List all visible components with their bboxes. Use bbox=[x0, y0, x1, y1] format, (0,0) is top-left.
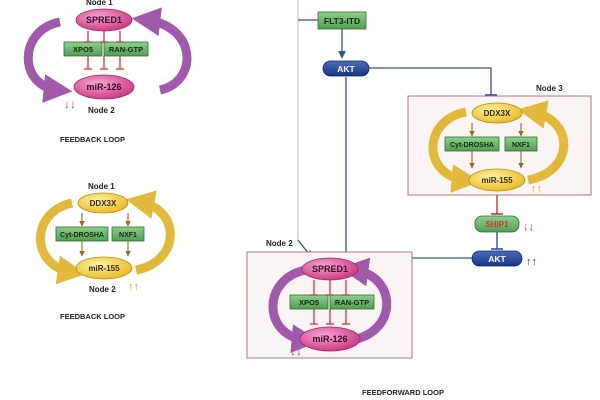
mir155-label: miR-155 bbox=[88, 264, 120, 273]
ran-gtp-label: RAN-GTP bbox=[109, 45, 143, 54]
inhibition-bars bbox=[310, 280, 350, 325]
spred1-label: SPRED1 bbox=[312, 264, 348, 274]
inhibition-bars bbox=[84, 31, 124, 70]
loop-arrow-right bbox=[131, 7, 192, 95]
cyt-drosha-label: Cyt-DROSHA bbox=[450, 142, 494, 149]
feedforward-loop-title: FEEDFORWARD LOOP bbox=[362, 388, 444, 397]
mir126-label: miR-126 bbox=[86, 82, 121, 92]
xpo5-box bbox=[289, 294, 329, 310]
down-arrows-icon: ↓↓ bbox=[523, 221, 534, 233]
loop-arrow-left bbox=[268, 265, 321, 354]
activation-arrows bbox=[79, 213, 131, 257]
feedback-loop-title: FEEDBACK LOOP bbox=[60, 135, 125, 144]
ran-gtp-label: RAN-GTP bbox=[335, 298, 369, 307]
node2-label: Node 2 bbox=[266, 239, 293, 248]
feedback-loop-spred1: Node 1 SPRED1 XPO5 RAN-GTP miR-126 ↓↓ No… bbox=[23, 0, 192, 144]
flt3-itd-label: FLT3-ITD bbox=[324, 16, 360, 26]
loop-arrow-right bbox=[339, 257, 392, 345]
akt-label-bottom: AKT bbox=[488, 254, 506, 264]
loop-arrow-right bbox=[125, 190, 175, 275]
feedforward-loop: FLT3-ITD AKT Node 3 DDX3X Cyt-DROSHA NXF… bbox=[246, 0, 592, 397]
mir126-label: miR-126 bbox=[312, 334, 347, 344]
down-arrows-icon: ↓↓ bbox=[64, 97, 76, 111]
akt-inhibits-ddx3x bbox=[369, 67, 492, 95]
node1-label: Node 1 bbox=[86, 0, 113, 7]
xpo5-box bbox=[63, 41, 103, 57]
xpo5-label: XPO5 bbox=[73, 45, 93, 54]
cyt-drosha-label: Cyt-DROSHA bbox=[60, 232, 104, 239]
nxf1-label: NXF1 bbox=[512, 142, 530, 149]
mir126-node bbox=[73, 74, 135, 100]
down-arrows-icon: ↓↓ bbox=[290, 344, 302, 358]
node2-label: Node 2 bbox=[89, 285, 116, 294]
ddx3x-node bbox=[471, 102, 523, 124]
loop-arrow-left bbox=[428, 107, 481, 194]
ran-gtp-box bbox=[329, 294, 375, 310]
ship1-label: SHIP1 bbox=[485, 220, 509, 229]
activation-arrows bbox=[469, 123, 524, 169]
akt-label-top: AKT bbox=[337, 64, 355, 74]
ran-gtp-box bbox=[103, 41, 149, 57]
ddx3x-label: DDX3X bbox=[90, 199, 117, 208]
up-arrows-icon: ↑↑ bbox=[531, 183, 542, 195]
xpo5-label: XPO5 bbox=[299, 298, 319, 307]
mir155-node bbox=[468, 168, 526, 192]
mir126-node bbox=[299, 326, 361, 352]
nxf1-label: NXF1 bbox=[119, 232, 137, 239]
feedback-loop-ddx3x: Node 1 DDX3X Cyt-DROSHA NXF1 miR-155 Nod… bbox=[36, 182, 175, 321]
node3-label: Node 3 bbox=[536, 84, 563, 93]
up-arrows-icon: ↑↑ bbox=[128, 281, 139, 293]
spred1-label: SPRED1 bbox=[86, 15, 122, 25]
loop-arrow-right bbox=[517, 100, 569, 185]
node2-label: Node 2 bbox=[88, 106, 115, 115]
mir155-node bbox=[75, 256, 133, 280]
ddx3x-label: DDX3X bbox=[484, 109, 511, 118]
loop-arrow-left bbox=[36, 198, 87, 285]
node1-label: Node 1 bbox=[88, 182, 115, 191]
mir155-label: miR-155 bbox=[481, 176, 513, 185]
loop-arrow-left bbox=[23, 17, 73, 103]
feedback-loop-title: FEEDBACK LOOP bbox=[60, 312, 125, 321]
up-arrows-icon: ↑↑ bbox=[526, 256, 537, 268]
ddx3x-node bbox=[77, 192, 129, 214]
